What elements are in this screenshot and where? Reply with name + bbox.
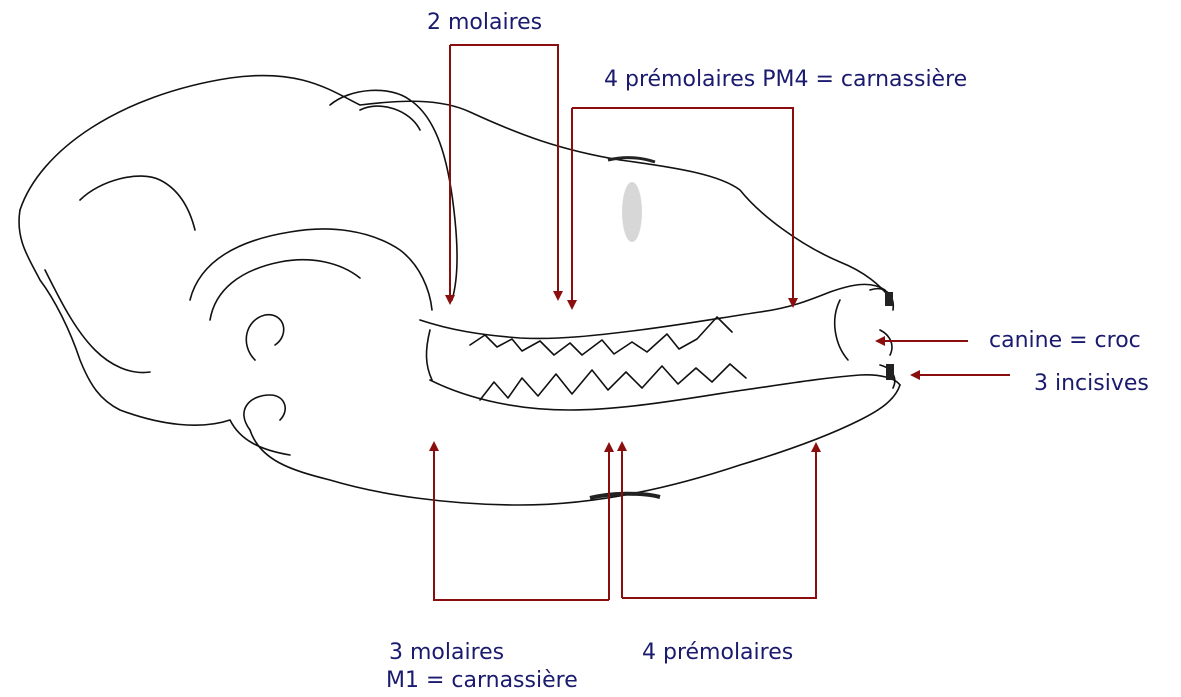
arrow-upper-premolar-2	[572, 108, 793, 303]
label-upper-premolars: 4 prémolaires PM4 = carnassière	[604, 67, 967, 93]
label-lower-premolars: 4 prémolaires	[642, 640, 793, 666]
skull-outline	[19, 75, 900, 505]
label-lower-carnassial: M1 = carnassière	[386, 668, 578, 694]
zygomatic-arch	[330, 90, 457, 300]
label-incisors: 3 incisives	[1034, 371, 1149, 397]
label-lower-molars: 3 molaires	[389, 640, 504, 666]
occipital-outline	[19, 210, 290, 455]
arrow-lower-premolar-2	[622, 447, 816, 598]
arrow-upper-molar-2	[450, 45, 558, 296]
temporal-fossa	[190, 229, 432, 310]
shading-jaw	[590, 494, 660, 498]
upper-tooth-row	[420, 284, 885, 338]
mandible-outline	[250, 385, 900, 505]
shading-incisor-tip-lower	[886, 364, 894, 380]
label-upper-molars: 2 molaires	[427, 10, 542, 36]
label-canine: canine = croc	[989, 328, 1141, 354]
cranium-outline	[20, 75, 892, 300]
arrow-lower-molar-1	[434, 446, 609, 600]
lower-tooth-row	[430, 375, 900, 410]
shading-nasal	[622, 182, 642, 242]
shading-incisor-tip	[885, 292, 893, 306]
